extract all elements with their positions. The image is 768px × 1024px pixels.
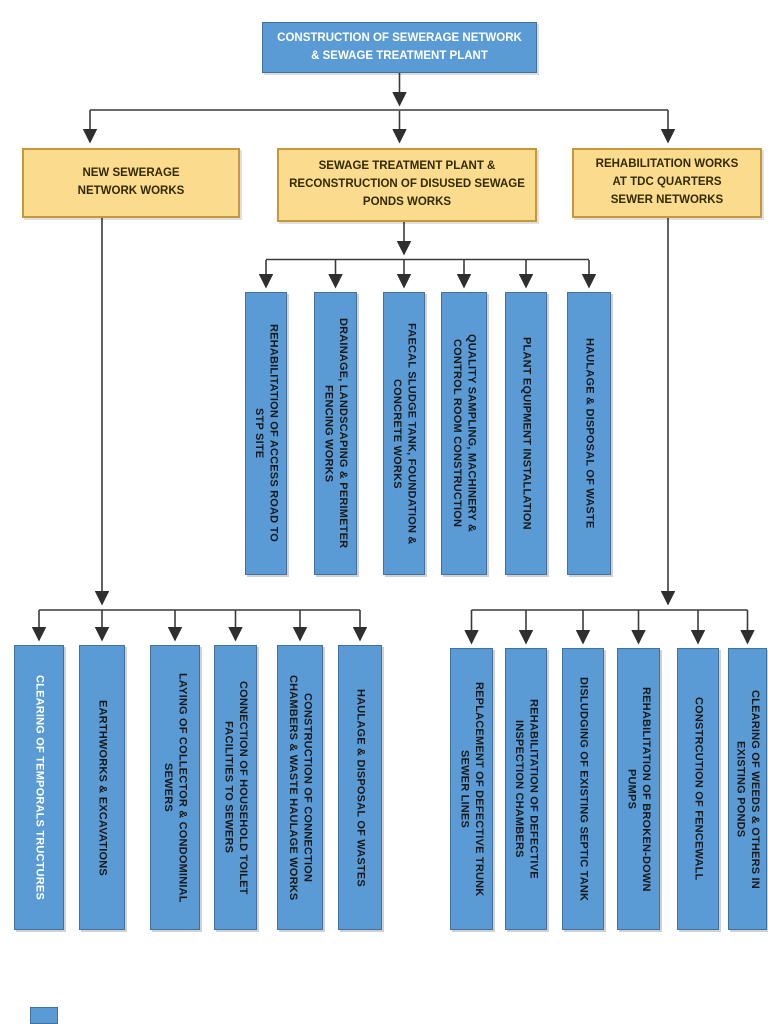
net-task-connection-chambers: CONSTRUCTION OF CONNECTION CHAMBERS & WA…: [277, 645, 323, 930]
tdc-task-broken-down-pumps: REHABILITATION OF BROKEN-DOWN PUMPS: [617, 648, 660, 930]
task-label: REHABILITATION OF ACCESS ROAD TO STP SIT…: [253, 324, 280, 543]
branch-label: NEW SEWERAGE NETWORK WORKS: [77, 167, 185, 197]
task-label: REHABILITATION OF DEFECTIVE INSPECTION C…: [513, 699, 540, 879]
task-label: EARTHWORKS & EXCAVATIONS: [96, 699, 109, 876]
branch-tdc-rehabilitation: REHABILITATION WORKS AT TDC QUARTERS SEW…: [572, 148, 762, 218]
task-label: HAULAGE & DISPOSAL OF WASTE: [583, 338, 596, 529]
task-label: CONNECTION OF HOUSEHOLD TOILET FACILITIE…: [222, 680, 250, 895]
task-label: CONSTRUCTION OF CONNECTION CHAMBERS & WA…: [287, 674, 314, 901]
task-label: CLEARING OF TEMPORALS TRUCTURES: [33, 675, 46, 900]
net-task-toilet-connection: CONNECTION OF HOUSEHOLD TOILET FACILITIE…: [214, 645, 257, 930]
task-label: FAECAL SLUDGE TANK, FOUNDATION & CONCRET…: [391, 322, 418, 545]
task-label: CLEARING OF WEEDS & OTHERS IN EXISTING P…: [734, 689, 762, 889]
branch-label: SEWAGE TREATMENT PLANT & RECONSTRUCTION …: [289, 160, 525, 208]
branch-label: REHABILITATION WORKS AT TDC QUARTERS SEW…: [595, 158, 739, 206]
task-label: QUALITY SAMPLING, MACHINERY & CONTROL RO…: [451, 334, 478, 533]
stp-task-drainage-fencing: DRAINAGE, LANDSCAPING & PERIMETER FENCIN…: [314, 292, 357, 575]
root-node-label: CONSTRUCTION OF SEWERAGE NETWORK & SEWAG…: [277, 32, 522, 62]
task-label: CONSTRCUTION OF FENCEWALL: [692, 697, 705, 881]
tdc-task-disludging-septic-tank: DISLUDGING OF EXISTING SEPTIC TANK: [562, 648, 604, 930]
net-task-clearing-structures: CLEARING OF TEMPORALS TRUCTURES: [14, 645, 64, 930]
branch-new-sewerage-network: NEW SEWERAGE NETWORK WORKS: [22, 148, 240, 218]
tdc-task-weeds-clearing: CLEARING OF WEEDS & OTHERS IN EXISTING P…: [728, 648, 767, 930]
task-label: REPLACEMENT OF DEFECTIVE TRUNK SEWER LIN…: [458, 681, 486, 897]
stp-task-haulage-disposal: HAULAGE & DISPOSAL OF WASTE: [567, 292, 611, 575]
root-node: CONSTRUCTION OF SEWERAGE NETWORK & SEWAG…: [262, 22, 537, 73]
net-task-earthworks: EARTHWORKS & EXCAVATIONS: [79, 645, 125, 930]
task-label: LAYING OF COLLECTOR & CONDOMINIAL SEWERS: [162, 672, 189, 903]
tdc-task-fencewall: CONSTRCUTION OF FENCEWALL: [677, 648, 719, 930]
task-label: HAULAGE & DISPOSAL OF WASTES: [354, 688, 367, 887]
task-label: PLANT EQUIPMENT INSTALLATION: [520, 337, 533, 530]
partial-box-next-page: [30, 1007, 58, 1024]
tdc-task-inspection-chambers: REHABILITATION OF DEFECTIVE INSPECTION C…: [505, 648, 547, 930]
net-task-haulage-disposal: HAULAGE & DISPOSAL OF WASTES: [338, 645, 382, 930]
task-label: DRAINAGE, LANDSCAPING & PERIMETER FENCIN…: [322, 318, 350, 549]
net-task-laying-sewers: LAYING OF COLLECTOR & CONDOMINIAL SEWERS: [150, 645, 200, 930]
stp-task-faecal-sludge-tank: FAECAL SLUDGE TANK, FOUNDATION & CONCRET…: [383, 292, 425, 575]
task-label: DISLUDGING OF EXISTING SEPTIC TANK: [577, 676, 590, 902]
stp-task-access-road: REHABILITATION OF ACCESS ROAD TO STP SIT…: [245, 292, 287, 575]
stp-task-plant-equipment: PLANT EQUIPMENT INSTALLATION: [505, 292, 547, 575]
branch-stp-reconstruction: SEWAGE TREATMENT PLANT & RECONSTRUCTION …: [277, 148, 537, 222]
stp-task-quality-sampling: QUALITY SAMPLING, MACHINERY & CONTROL RO…: [441, 292, 487, 575]
task-label: REHABILITATION OF BROKEN-DOWN PUMPS: [625, 686, 653, 892]
tdc-task-trunk-sewer-replacement: REPLACEMENT OF DEFECTIVE TRUNK SEWER LIN…: [450, 648, 493, 930]
